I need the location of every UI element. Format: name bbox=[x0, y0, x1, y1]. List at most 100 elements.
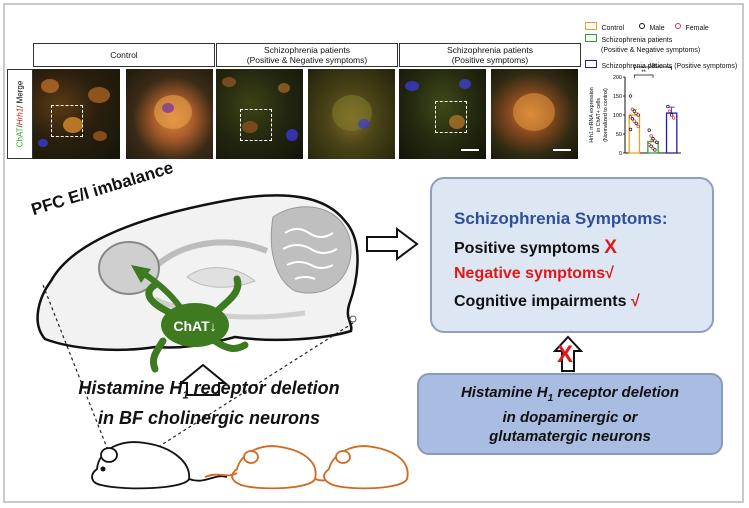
chart-point bbox=[628, 94, 633, 98]
deletion-bf-line1-rest: receptor deletion bbox=[188, 378, 340, 398]
up-arrow-bf bbox=[178, 363, 228, 396]
legend-label-female: Female bbox=[685, 25, 709, 32]
chart-significance-bracket bbox=[633, 74, 654, 78]
chart-point bbox=[647, 128, 651, 132]
group-label-control: Control bbox=[110, 50, 138, 60]
group-header-sz-pos: Schizophrenia patients (Positive symptom… bbox=[399, 43, 581, 67]
legend-marker-male bbox=[639, 22, 645, 29]
symptom-negative: Negative symptoms√ bbox=[454, 265, 614, 282]
cerebellum-folia bbox=[282, 228, 338, 280]
group-label-sz-pos-neg: Schizophrenia patients (Positive & Negat… bbox=[246, 45, 368, 65]
chart-y-axis-label-line: (Normalized to control) bbox=[603, 88, 609, 142]
brain-marker bbox=[349, 315, 357, 323]
chart-y-axis-label-line: Hrh1 mRNA expression bbox=[589, 87, 595, 142]
symptom-positive: Positive symptoms X bbox=[454, 237, 617, 259]
legend-label-sz-pos-neg: Schizophrenia patients bbox=[601, 37, 673, 44]
stain-sep2: / Merge bbox=[15, 80, 25, 108]
chart-significance: ** ns bbox=[633, 63, 673, 78]
symptom-positive-mark: X bbox=[604, 237, 617, 258]
micrograph-control-zoom bbox=[126, 69, 213, 159]
micrograph-sz-pos-neg-overview bbox=[216, 69, 303, 159]
micrograph-sz-pos-overview bbox=[399, 69, 486, 159]
group-header-control: Control bbox=[33, 43, 215, 67]
deletion-da-sub: 1 bbox=[547, 392, 554, 404]
deletion-da-glu-box: Histamine H1 receptor deletion in dopami… bbox=[417, 373, 723, 455]
chart-legend: Control Male Female Schizophrenia patien… bbox=[583, 15, 743, 70]
legend-label-sz-pos: Schizophrenia patients (Positive symptom… bbox=[601, 63, 738, 70]
roi-box bbox=[51, 105, 83, 137]
symptom-positive-label: Positive symptoms bbox=[454, 240, 600, 257]
group-header-sz-pos-neg: Schizophrenia patients (Positive & Negat… bbox=[216, 43, 398, 67]
stain-chat: ChAT bbox=[15, 127, 25, 148]
chart-point bbox=[628, 115, 633, 119]
pfc-region bbox=[98, 241, 160, 295]
legend-sz-pos: Schizophrenia patients (Positive symptom… bbox=[585, 55, 737, 73]
chart-significance-label: ns bbox=[650, 63, 656, 68]
chart-y-tick-label: 50 bbox=[616, 132, 622, 138]
chart-point bbox=[630, 107, 635, 111]
projection-arrowhead bbox=[131, 265, 151, 283]
figure-frame: ChAT/Hrh1/ Merge Control Schizophrenia p… bbox=[3, 3, 744, 503]
deletion-bf-label: Histamine H1 receptor deletion in BF cho… bbox=[49, 377, 369, 429]
group-label-sz-pos: Schizophrenia patients (Positive symptom… bbox=[446, 45, 533, 65]
zoom-line-left bbox=[42, 284, 114, 464]
zoom-line-right bbox=[132, 322, 354, 464]
up-arrow-crossed bbox=[553, 335, 583, 372]
chart-significance-label: ** bbox=[641, 70, 646, 76]
chart-point bbox=[671, 116, 676, 120]
micrograph-sz-pos-neg-zoom bbox=[308, 69, 395, 159]
deletion-da-line2: in dopaminergic or bbox=[502, 408, 638, 426]
chat-neuron bbox=[161, 303, 229, 347]
chart-point bbox=[653, 148, 657, 152]
legend-female: Female bbox=[675, 17, 709, 35]
up-arrow-cross-mark: X bbox=[557, 341, 574, 368]
chart-significance-bracket bbox=[633, 66, 673, 70]
deletion-bf-sub: 1 bbox=[182, 389, 189, 402]
mouse-orange-2 bbox=[323, 445, 409, 490]
chart-point bbox=[636, 113, 640, 117]
brain-diagram: ChAT↓ bbox=[36, 194, 409, 490]
legend-swatch-sz-pos bbox=[585, 59, 597, 68]
deletion-bf-line1: Histamine H bbox=[78, 378, 183, 398]
deletion-da-line1-rest: receptor deletion bbox=[553, 383, 680, 401]
chart-point bbox=[634, 121, 638, 126]
chart-point bbox=[628, 127, 633, 132]
chart-y-tick-label: 100 bbox=[613, 113, 622, 119]
chart-points bbox=[628, 94, 676, 152]
chart-bar bbox=[665, 112, 678, 154]
chart-point bbox=[630, 117, 635, 121]
right-arrow bbox=[366, 227, 419, 261]
chat-label: ChAT↓ bbox=[173, 318, 216, 334]
chart-point bbox=[670, 113, 674, 117]
legend-label-male: Male bbox=[649, 25, 665, 32]
legend-label-control: Control bbox=[601, 25, 625, 32]
roi-box bbox=[435, 101, 467, 133]
chart-y-tick-label: 0 bbox=[619, 151, 622, 157]
micrograph-sz-pos-zoom bbox=[491, 69, 578, 159]
chart-y-tick-label: 200 bbox=[613, 75, 622, 81]
chat-neuron-dendrites bbox=[145, 275, 249, 373]
chart-point bbox=[649, 134, 653, 138]
mouse-orange-1 bbox=[204, 445, 342, 490]
legend-control: Control bbox=[585, 17, 624, 35]
legend-sz-pos-neg: Schizophrenia patients (Positive & Negat… bbox=[585, 29, 700, 54]
symptoms-title: Schizophrenia Symptoms: bbox=[454, 209, 668, 228]
symptom-cognitive-label: Cognitive impairments bbox=[454, 293, 627, 310]
legend-swatch-sz-pos-neg bbox=[585, 33, 597, 42]
chart-point bbox=[632, 119, 636, 123]
scale-bar bbox=[461, 149, 479, 151]
chart-y-axis-label-line: in ChAT+ cells bbox=[596, 98, 602, 132]
symptom-cognitive-mark: √ bbox=[630, 293, 640, 310]
deletion-bf-line2: in BF cholinergic neurons bbox=[97, 407, 321, 428]
chart-point bbox=[649, 144, 653, 148]
legend-marker-female bbox=[675, 22, 681, 29]
legend-male: Male bbox=[639, 17, 665, 35]
symptom-cognitive: Cognitive impairments √ bbox=[454, 293, 640, 311]
symptoms-panel: Schizophrenia Symptoms: Positive symptom… bbox=[430, 177, 714, 333]
stain-sep1: / bbox=[15, 125, 25, 128]
mouse-black bbox=[91, 441, 228, 490]
scale-bar bbox=[553, 149, 571, 151]
chart-point bbox=[632, 109, 636, 113]
